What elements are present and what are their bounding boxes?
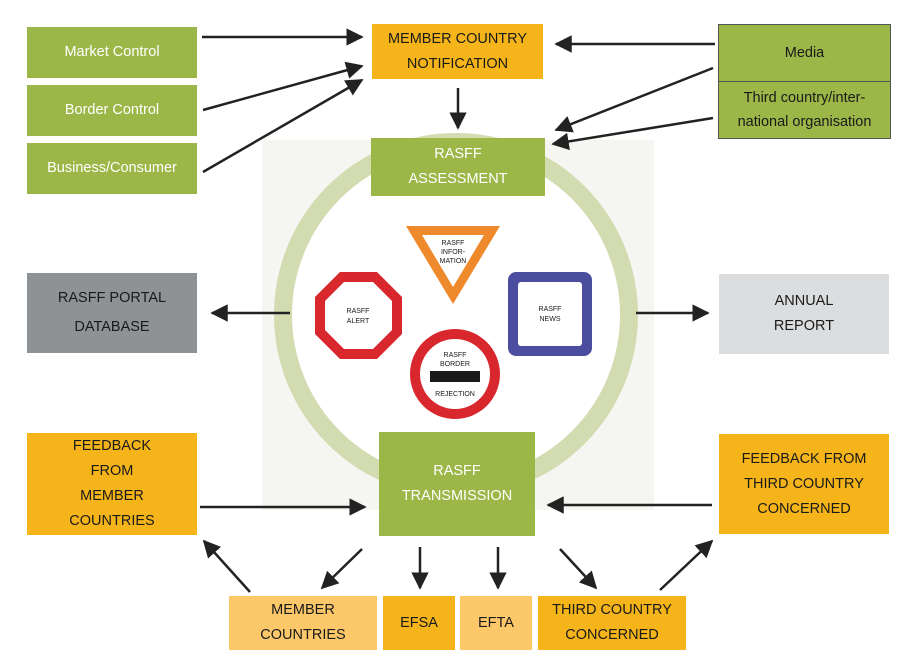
alert-sign-line1: RASFF xyxy=(347,308,370,315)
feedback-member-line2: FROM xyxy=(90,463,134,479)
recipient-efta-label: EFTA xyxy=(478,614,514,631)
news-sign-line2: NEWS xyxy=(540,316,561,323)
border-sign-line1: RASFF xyxy=(444,352,467,359)
feedback-third-line3: CONCERNED xyxy=(757,500,851,517)
source-business-consumer: Business/Consumer xyxy=(27,143,197,194)
feedback-member-line1: FEEDBACK xyxy=(72,438,152,454)
source-market-control-label: Market Control xyxy=(64,44,160,60)
information-sign-line2: INFOR- xyxy=(441,249,466,256)
feedback-third-line2: THIRD COUNTRY xyxy=(744,475,864,492)
source-border-control-label: Border Control xyxy=(64,102,160,118)
assessment-line2: ASSESSMENT xyxy=(408,171,508,187)
rasff-information-sign: RASFF INFOR- MATION xyxy=(406,226,500,304)
feedback-from-member-countries: FEEDBACK FROM MEMBER COUNTRIES xyxy=(27,433,197,535)
arrow-to-third-country xyxy=(559,548,598,590)
rasff-portal-database: RASFF PORTAL DATABASE xyxy=(27,273,197,353)
rasff-border-rejection-sign: RASFF BORDER REJECTION xyxy=(410,329,500,419)
transmission-line1: RASFF xyxy=(433,463,481,479)
annual-line1: ANNUAL xyxy=(774,293,834,309)
arrow-media-to-assessment xyxy=(554,66,714,133)
recipient-third-line2: CONCERNED xyxy=(565,627,659,643)
alert-sign-line2: ALERT xyxy=(347,318,370,325)
information-sign-line3: MATION xyxy=(440,258,467,265)
source-business-consumer-label: Business/Consumer xyxy=(47,160,177,176)
source-media-label: Media xyxy=(784,44,825,61)
border-sign-line2: BORDER xyxy=(440,361,470,368)
transmission-line2: TRANSMISSION xyxy=(401,488,513,504)
arrow-border-to-notification xyxy=(202,61,364,112)
notification-line1: MEMBER COUNTRY xyxy=(387,30,528,47)
feedback-member-line3: MEMBER xyxy=(80,488,144,504)
arrow-member-to-feedback xyxy=(202,539,251,593)
arrow-third-to-feedback xyxy=(659,539,714,591)
recipient-member-line2: COUNTRIES xyxy=(260,627,346,643)
assessment-line1: RASFF xyxy=(434,146,482,162)
feedback-member-line4: COUNTRIES xyxy=(69,513,155,529)
recipient-third-line1: THIRD COUNTRY xyxy=(552,602,672,618)
arrow-thirdorg-to-assessment xyxy=(551,116,714,151)
portal-line1: RASFF PORTAL xyxy=(57,290,167,306)
feedback-from-third-country: FEEDBACK FROM THIRD COUNTRY CONCERNED xyxy=(719,434,889,534)
source-market-control: Market Control xyxy=(27,27,197,78)
rasff-transmission: RASFF TRANSMISSION xyxy=(379,432,535,536)
portal-line2: DATABASE xyxy=(74,319,150,335)
feedback-third-line1: FEEDBACK FROM xyxy=(741,450,867,467)
rasff-assessment: RASFF ASSESSMENT xyxy=(371,138,545,196)
rasff-alert-sign: RASFF ALERT xyxy=(315,272,402,359)
recipient-member-line1: MEMBER xyxy=(271,602,335,618)
rasff-news-sign: RASFF NEWS xyxy=(508,272,592,356)
recipient-third-country: THIRD COUNTRY CONCERNED xyxy=(538,596,686,650)
border-sign-line3: REJECTION xyxy=(435,391,475,398)
recipient-efta: EFTA xyxy=(460,596,532,650)
arrow-to-member-countries xyxy=(320,548,363,590)
recipient-member-countries: MEMBER COUNTRIES xyxy=(229,596,377,650)
notification-line2: NOTIFICATION xyxy=(406,55,509,72)
source-media: Media xyxy=(718,24,891,82)
information-sign-line1: RASFF xyxy=(442,240,465,247)
arrow-business-to-notification xyxy=(202,78,364,174)
source-third-country-org-label: Third country/inter-national organisatio… xyxy=(737,90,872,130)
recipient-efsa-label: EFSA xyxy=(400,614,438,631)
member-country-notification: MEMBER COUNTRY NOTIFICATION xyxy=(372,24,543,79)
annual-report: ANNUAL REPORT xyxy=(719,274,889,354)
source-border-control: Border Control xyxy=(27,85,197,136)
news-sign-line1: RASFF xyxy=(539,306,562,313)
recipient-efsa: EFSA xyxy=(383,596,455,650)
annual-line2: REPORT xyxy=(773,318,835,334)
source-third-country-org: Third country/inter-national organisatio… xyxy=(718,82,891,139)
